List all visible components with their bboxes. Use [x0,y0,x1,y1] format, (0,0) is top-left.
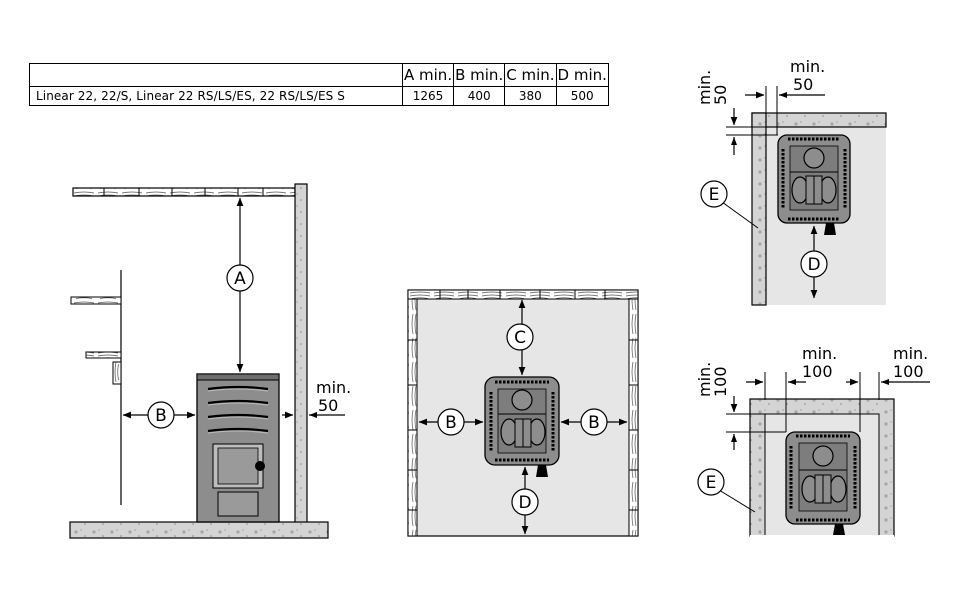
label-b-side: B [155,406,167,426]
clearance-table: A min. B min. C min. D min. Linear 22, 2… [29,63,609,106]
corner-back-wall [751,112,887,128]
table-header-c: C min. [504,63,557,87]
heater-top-alcove [785,431,861,535]
heater-top-main [484,376,560,477]
table-row: Linear 22, 22/S, Linear 22 RS/LS/ES, 22 … [29,86,609,106]
table-cell-b: 400 [453,86,506,106]
side-elevation-view: A B min. 50 [69,183,351,539]
label-d-plan: D [518,493,531,513]
label-e-top: E [709,185,720,205]
table-cell-c: 380 [504,86,557,106]
corner-side-wall [751,112,767,306]
control-panel-icon [536,465,548,477]
ceiling-panel [72,187,296,197]
table-cell-d: 500 [555,86,609,106]
table-cell-model: Linear 22, 22/S, Linear 22 RS/LS/ES, 22 … [29,86,403,106]
label-min-alcove-v: min. [695,362,714,397]
corner-view-bottom: min. 100 min. 100 min. 100 E [695,344,930,538]
side-wall [294,183,308,527]
bench-lower [85,351,122,359]
control-panel-icon-corner [824,223,836,235]
label-100-alcove-v: 100 [711,366,730,397]
label-c: C [514,328,526,348]
label-50-corner-top-v: 50 [711,85,730,105]
plan-back-wall [407,289,639,300]
label-d-corner: D [807,255,820,275]
plan-right-wall [628,298,639,537]
label-a: A [234,269,246,289]
table-header-d: D min. [555,63,609,87]
corner-view-top: min. 50 min. 50 D E [695,57,887,306]
label-e-bottom: E [706,473,717,493]
heater-top-corner [777,134,851,235]
label-b-left: B [445,413,457,433]
label-min-alcove-left: min. [802,344,837,363]
label-b-right: B [588,413,600,433]
label-min-side: min. [316,378,351,397]
plan-left-wall [407,298,418,537]
control-knob-icon [255,461,265,471]
bench-step [112,361,122,385]
label-min-alcove-right: min. [893,344,928,363]
label-100-alcove-right: 100 [893,362,924,381]
label-100-alcove-left: 100 [802,362,833,381]
label-50-corner-top-h: 50 [793,75,813,94]
label-min-corner-top-v: min. [695,70,714,105]
label-min-corner-top-h: min. [790,57,825,76]
control-panel-icon-alcove [833,524,845,535]
floor [69,521,329,539]
bench-upper [70,296,122,305]
plan-view: C B B D [407,289,639,537]
heater-side [196,373,280,523]
label-50-side: 50 [318,396,338,415]
